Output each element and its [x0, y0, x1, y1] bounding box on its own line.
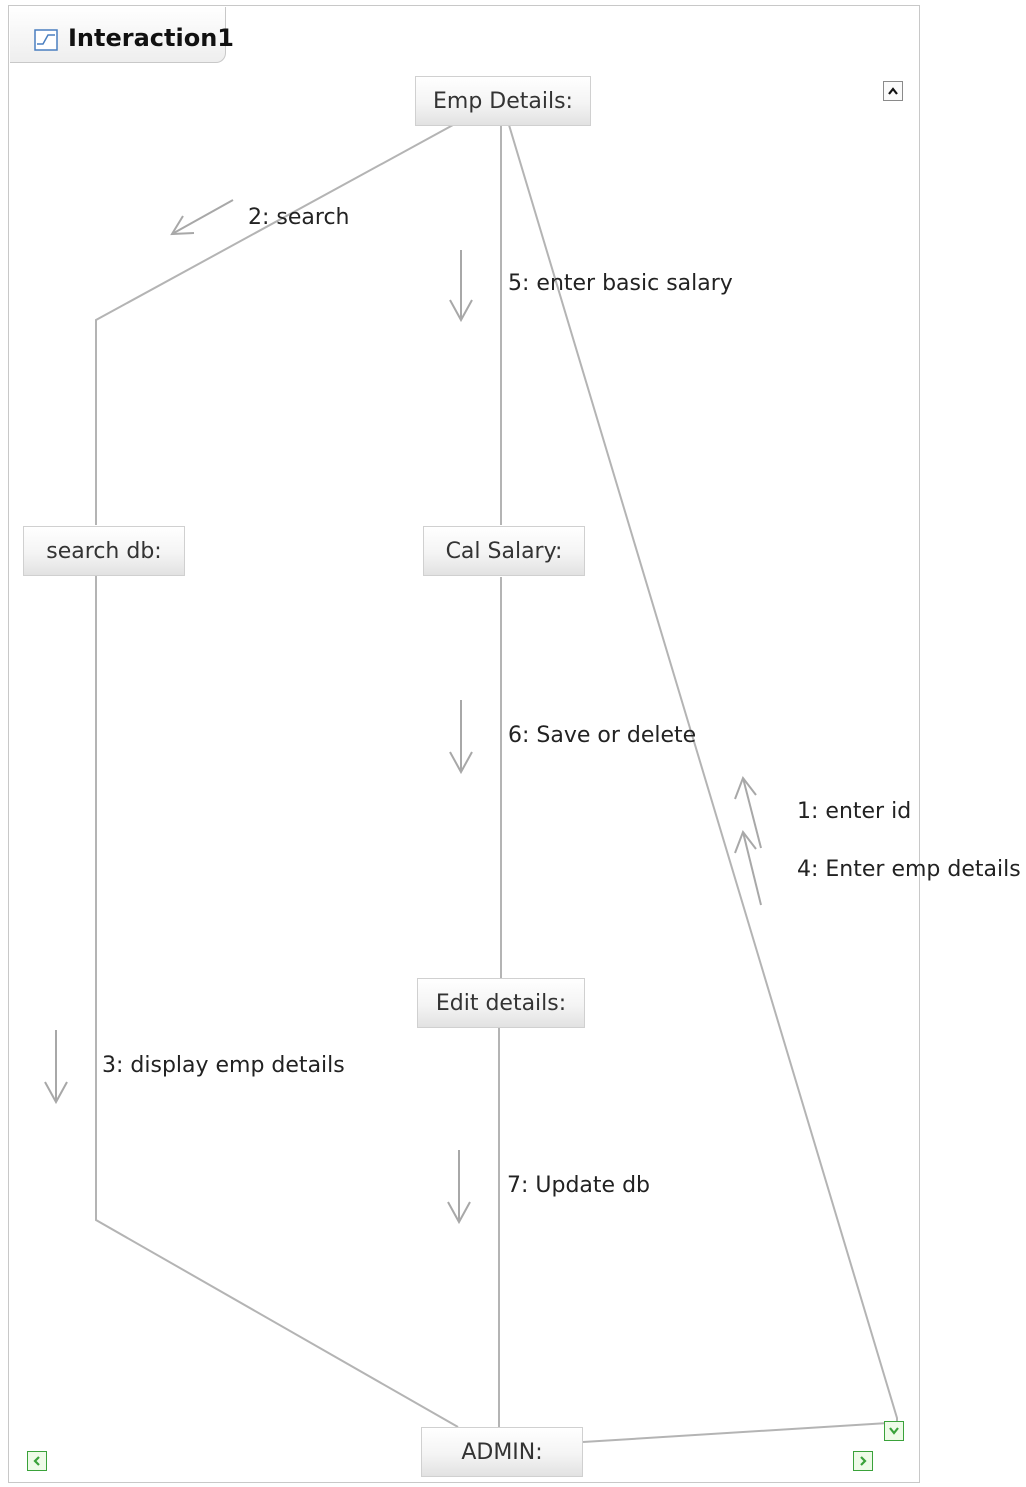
- link-emp-search: [95, 124, 454, 525]
- message-label-5: 5: enter basic salary: [508, 271, 733, 296]
- link-admin-right: [582, 1422, 889, 1443]
- node-admin-label: ADMIN:: [461, 1439, 543, 1465]
- node-emp-details-label: Emp Details:: [433, 88, 573, 114]
- node-search-db[interactable]: search db:: [23, 526, 185, 576]
- scroll-down-button[interactable]: [884, 1421, 904, 1441]
- chevron-left-icon: [33, 1456, 40, 1466]
- diagram-title: Interaction1: [68, 24, 234, 52]
- chevron-right-icon: [860, 1456, 867, 1466]
- node-edit-details-label: Edit details:: [435, 990, 567, 1016]
- arrow-enter-id: [734, 775, 762, 849]
- arrow-search: [170, 199, 234, 236]
- scroll-left-button[interactable]: [27, 1451, 47, 1471]
- message-label-4: 4: Enter emp details: [797, 857, 1021, 882]
- arrow-enter-emp-details: [734, 829, 762, 906]
- diagram-canvas: [8, 5, 920, 1483]
- node-admin[interactable]: ADMIN:: [421, 1427, 583, 1477]
- node-emp-details[interactable]: Emp Details:: [415, 76, 591, 126]
- chevron-up-icon: [888, 87, 898, 95]
- message-label-2: 2: search: [248, 205, 350, 230]
- message-label-7: 7: Update db: [507, 1173, 650, 1198]
- scroll-up-button[interactable]: [883, 81, 903, 101]
- scroll-right-button[interactable]: [853, 1451, 873, 1471]
- arrow-enter-basic-salary: [449, 250, 473, 323]
- link-emp-admin: [508, 124, 898, 1426]
- message-label-6: 6: Save or delete: [508, 723, 697, 748]
- message-label-3: 3: display emp details: [102, 1053, 345, 1078]
- node-edit-details[interactable]: Edit details:: [417, 978, 585, 1028]
- diagram-icon: [34, 29, 58, 51]
- node-cal-salary[interactable]: Cal Salary:: [423, 526, 585, 576]
- arrow-save-or-delete: [449, 700, 473, 775]
- arrow-update-db: [447, 1150, 471, 1225]
- node-search-db-label: search db:: [46, 538, 162, 564]
- node-cal-salary-label: Cal Salary:: [445, 538, 563, 564]
- arrow-display-emp-details: [44, 1030, 68, 1105]
- diagram-tab[interactable]: Interaction1: [10, 7, 234, 63]
- message-label-1: 1: enter id: [797, 799, 912, 824]
- link-search-admin: [95, 575, 459, 1428]
- chevron-down-icon: [889, 1427, 899, 1435]
